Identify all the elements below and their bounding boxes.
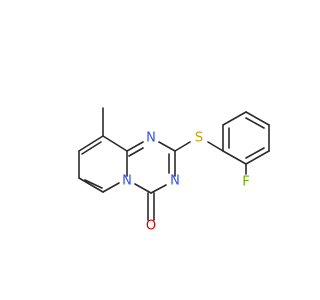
molecule-structure: N N N S F O <box>78 107 270 234</box>
bond-n3-c4 <box>150 184 167 194</box>
bond-c7-c6 <box>78 177 104 193</box>
bonds <box>78 107 270 221</box>
bond-ph-4-inner <box>245 147 265 159</box>
bond-c6-n5 <box>102 182 120 193</box>
atom-fluorine: F <box>242 175 249 190</box>
bond-c9a-n1 <box>126 141 144 152</box>
bond-ph-2-inner <box>245 117 265 129</box>
bond-c9a-c9 <box>102 135 128 152</box>
bond-n1-c2 <box>158 141 176 152</box>
bond-ph-5 <box>222 150 247 165</box>
bond-ph-2 <box>245 111 270 126</box>
bond-c7-c6-inner <box>84 179 103 189</box>
bond-ph-1 <box>222 111 247 126</box>
atom-n-bridge: N <box>122 174 132 189</box>
bond-ph-4 <box>245 150 270 165</box>
bond-c9-c8-inner <box>81 141 102 155</box>
bond-s-ch2 <box>207 141 224 152</box>
atom-labels: N N N S F O <box>122 131 250 234</box>
bond-c4-n5 <box>134 183 152 194</box>
bond-c9-c8 <box>78 135 104 152</box>
atom-n-top: N <box>146 131 156 146</box>
bond-c9a-n1-inner <box>128 147 144 157</box>
atom-oxygen: O <box>146 219 156 234</box>
bond-c2-s <box>174 141 191 152</box>
atom-sulfur: S <box>195 131 203 146</box>
atom-n-right: N <box>170 174 180 189</box>
